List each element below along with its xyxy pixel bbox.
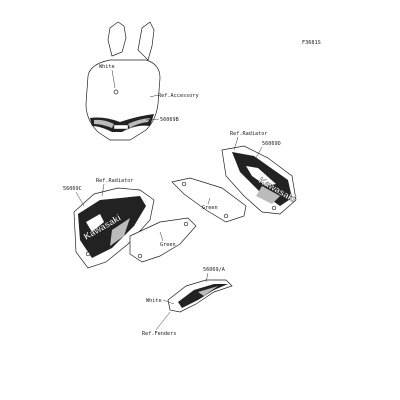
right-radiator-shroud: Kawasaki bbox=[221, 145, 298, 215]
label-ref-radiator-right: Ref.Radiator bbox=[230, 131, 267, 137]
label-ref-accessory: Ref.Accessory bbox=[158, 93, 199, 99]
label-ref-fenders: Ref.Fenders bbox=[142, 331, 176, 337]
diagram-id: F3681S bbox=[302, 40, 321, 46]
right-shroud-fastener bbox=[271, 205, 277, 211]
left-radiator-shroud: Kawasaki bbox=[73, 187, 155, 269]
left-green-panel bbox=[129, 217, 197, 263]
label-white-bottom: White bbox=[146, 298, 162, 304]
rear-fender-decal bbox=[167, 279, 233, 313]
label-part-56069a: 56069/A bbox=[203, 267, 226, 273]
right-green-panel bbox=[171, 177, 247, 223]
left-green-panel-body bbox=[129, 217, 197, 263]
label-ref-radiator-left: Ref.Radiator bbox=[96, 178, 133, 184]
plate-mount-tab bbox=[107, 21, 127, 57]
label-part-56069b: 56069B bbox=[160, 117, 179, 123]
plate-fastener bbox=[113, 89, 119, 95]
label-part-56069d: 56069D bbox=[262, 141, 281, 147]
fender-decal-stripe bbox=[178, 284, 228, 308]
left-shroud-fastener bbox=[85, 251, 91, 257]
front-number-plate bbox=[85, 21, 161, 141]
label-green-left: Green bbox=[160, 242, 176, 248]
plate-upper-right-tab bbox=[137, 21, 155, 61]
label-part-56069c: 56069C bbox=[63, 186, 82, 192]
label-green-right: Green bbox=[202, 205, 218, 211]
plate-decal-band bbox=[90, 114, 154, 132]
left-shroud-decal bbox=[78, 196, 146, 258]
right-green-panel-body bbox=[171, 177, 247, 223]
label-white-top: White bbox=[99, 64, 115, 70]
